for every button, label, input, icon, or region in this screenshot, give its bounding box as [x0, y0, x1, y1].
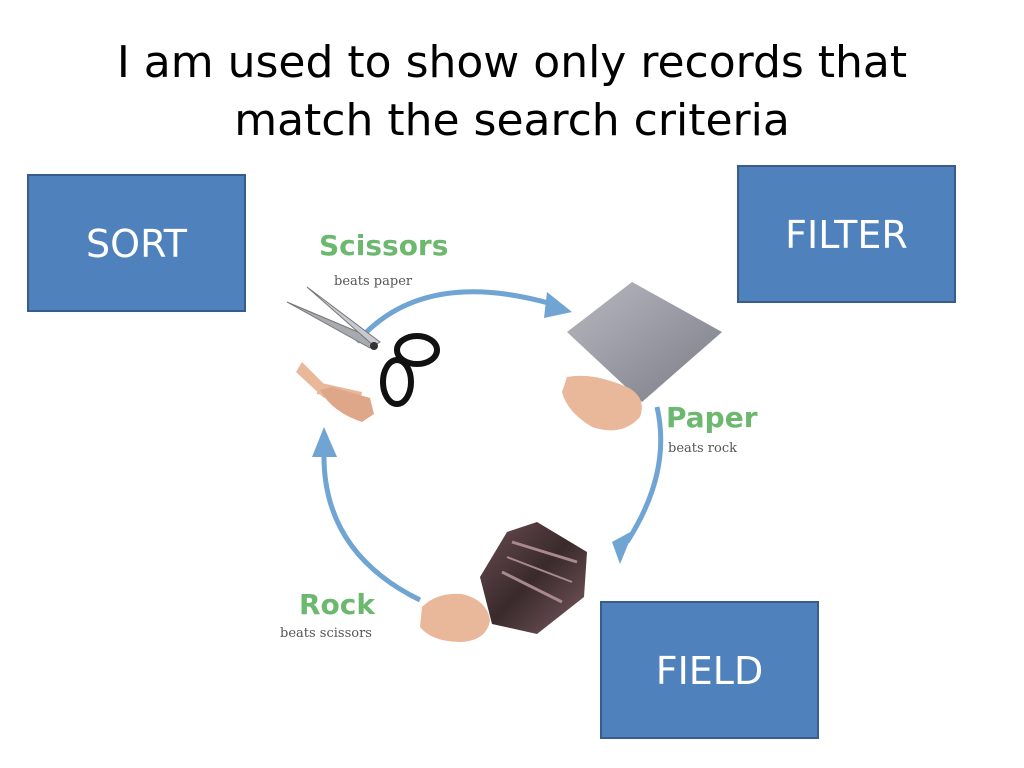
rock-paper-scissors-image: Scissors beats paper Paper beats rock Ro…	[262, 222, 772, 662]
arrow-paper-to-rock	[624, 406, 664, 544]
slide-title: I am used to show only records that matc…	[60, 34, 964, 150]
arrow-scissors-to-paper	[355, 289, 553, 344]
title-line-2: match the search criteria	[234, 95, 790, 146]
answer-filter-label: FILTER	[785, 213, 908, 257]
answer-sort-button[interactable]: SORT	[27, 174, 246, 312]
arrowhead-top	[544, 292, 572, 318]
rock-caption: beats scissors	[280, 626, 372, 641]
title-line-1: I am used to show only records that	[116, 37, 908, 88]
scissors-hand-icon	[296, 362, 374, 422]
arrowhead-right	[612, 530, 634, 564]
answer-field-label: FIELD	[655, 649, 764, 693]
paper-icon	[567, 282, 722, 402]
arrowhead-left	[312, 427, 337, 457]
scissors-label: Scissors	[319, 229, 448, 262]
scissors-icon	[286, 286, 440, 407]
paper-hand-icon	[562, 375, 642, 431]
answer-sort-label: SORT	[86, 222, 187, 266]
answer-field-button[interactable]: FIELD	[600, 601, 819, 739]
rock-icon	[480, 522, 587, 634]
answer-filter-button[interactable]: FILTER	[737, 165, 956, 303]
arrow-rock-to-scissors	[321, 451, 422, 603]
paper-caption: beats rock	[668, 441, 737, 456]
paper-label: Paper	[666, 401, 758, 434]
scissors-caption: beats paper	[334, 274, 413, 289]
rock-label: Rock	[299, 588, 376, 621]
rock-hand-icon	[420, 593, 490, 642]
